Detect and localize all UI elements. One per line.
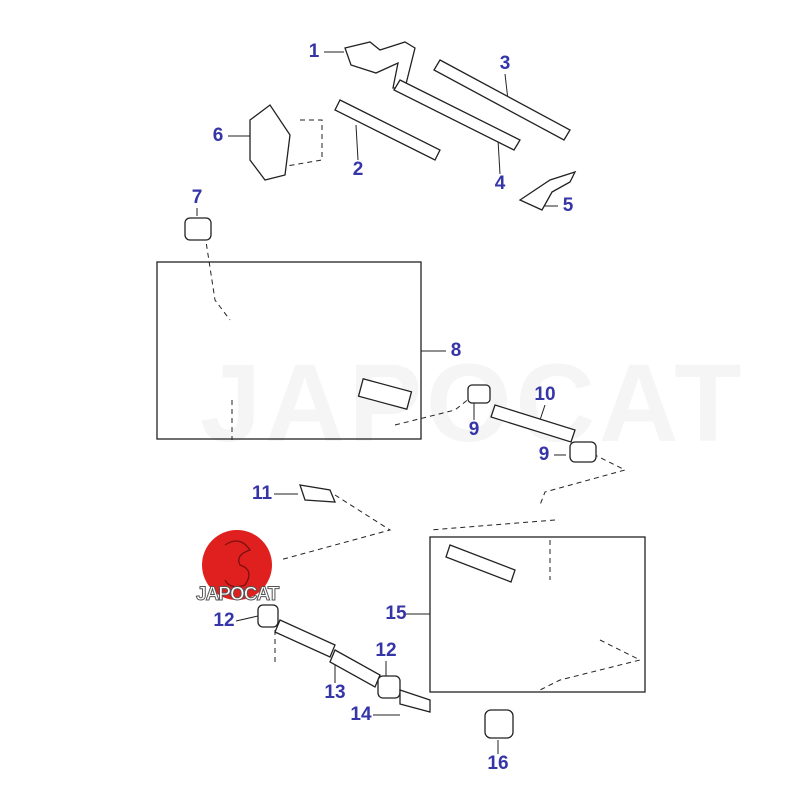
callout-12-right[interactable]: 12 <box>375 640 397 661</box>
callout-8[interactable]: 8 <box>450 340 462 361</box>
part-13-tube-a <box>274 619 336 658</box>
callout-9-upper[interactable]: 9 <box>468 419 480 440</box>
callout-6[interactable]: 6 <box>212 125 224 146</box>
part-4-tie-rod <box>393 79 521 151</box>
part-1-pitman-arm <box>344 41 416 89</box>
callout-10[interactable]: 10 <box>534 384 556 405</box>
part-13-tube-b <box>329 649 381 688</box>
part-12-clamp-a <box>257 604 279 628</box>
part-2-relay-rod <box>334 99 441 161</box>
part-9-clamp-b <box>569 441 597 463</box>
part-9-clamp-a <box>467 384 491 404</box>
callout-9-lower[interactable]: 9 <box>538 444 550 465</box>
part-11-tie-rod-end <box>299 484 337 503</box>
part-12-clamp-b <box>377 675 401 699</box>
callout-16[interactable]: 16 <box>487 753 509 774</box>
callout-11[interactable]: 11 <box>251 483 273 504</box>
callout-5[interactable]: 5 <box>562 195 574 216</box>
callout-14[interactable]: 14 <box>350 704 372 725</box>
callout-4[interactable]: 4 <box>494 173 506 194</box>
part-8-sleeve <box>357 378 413 410</box>
callout-15[interactable]: 15 <box>385 603 407 624</box>
part-15-inner-end <box>445 544 516 583</box>
part-6-bracket <box>249 104 291 181</box>
callout-12-left[interactable]: 12 <box>213 610 235 631</box>
watermark: JAPOCAT <box>200 340 745 467</box>
callout-7[interactable]: 7 <box>191 187 203 208</box>
part-7-clamp <box>184 217 212 241</box>
callout-13[interactable]: 13 <box>324 682 346 703</box>
part-3-tie-rod <box>433 59 571 141</box>
callout-1[interactable]: 1 <box>308 41 320 62</box>
logo-text: JAPOCAT <box>195 584 279 606</box>
dashed-connectors <box>204 119 642 691</box>
parts <box>184 41 597 739</box>
assembly-box-8 <box>156 261 422 440</box>
part-14-tie-rod-end <box>399 689 431 713</box>
part-16-clamp <box>484 709 514 739</box>
part-10-adjusting-tube <box>490 404 576 443</box>
part-5-idler-arm <box>518 170 577 211</box>
callout-2[interactable]: 2 <box>352 159 364 180</box>
callout-3[interactable]: 3 <box>499 53 511 74</box>
